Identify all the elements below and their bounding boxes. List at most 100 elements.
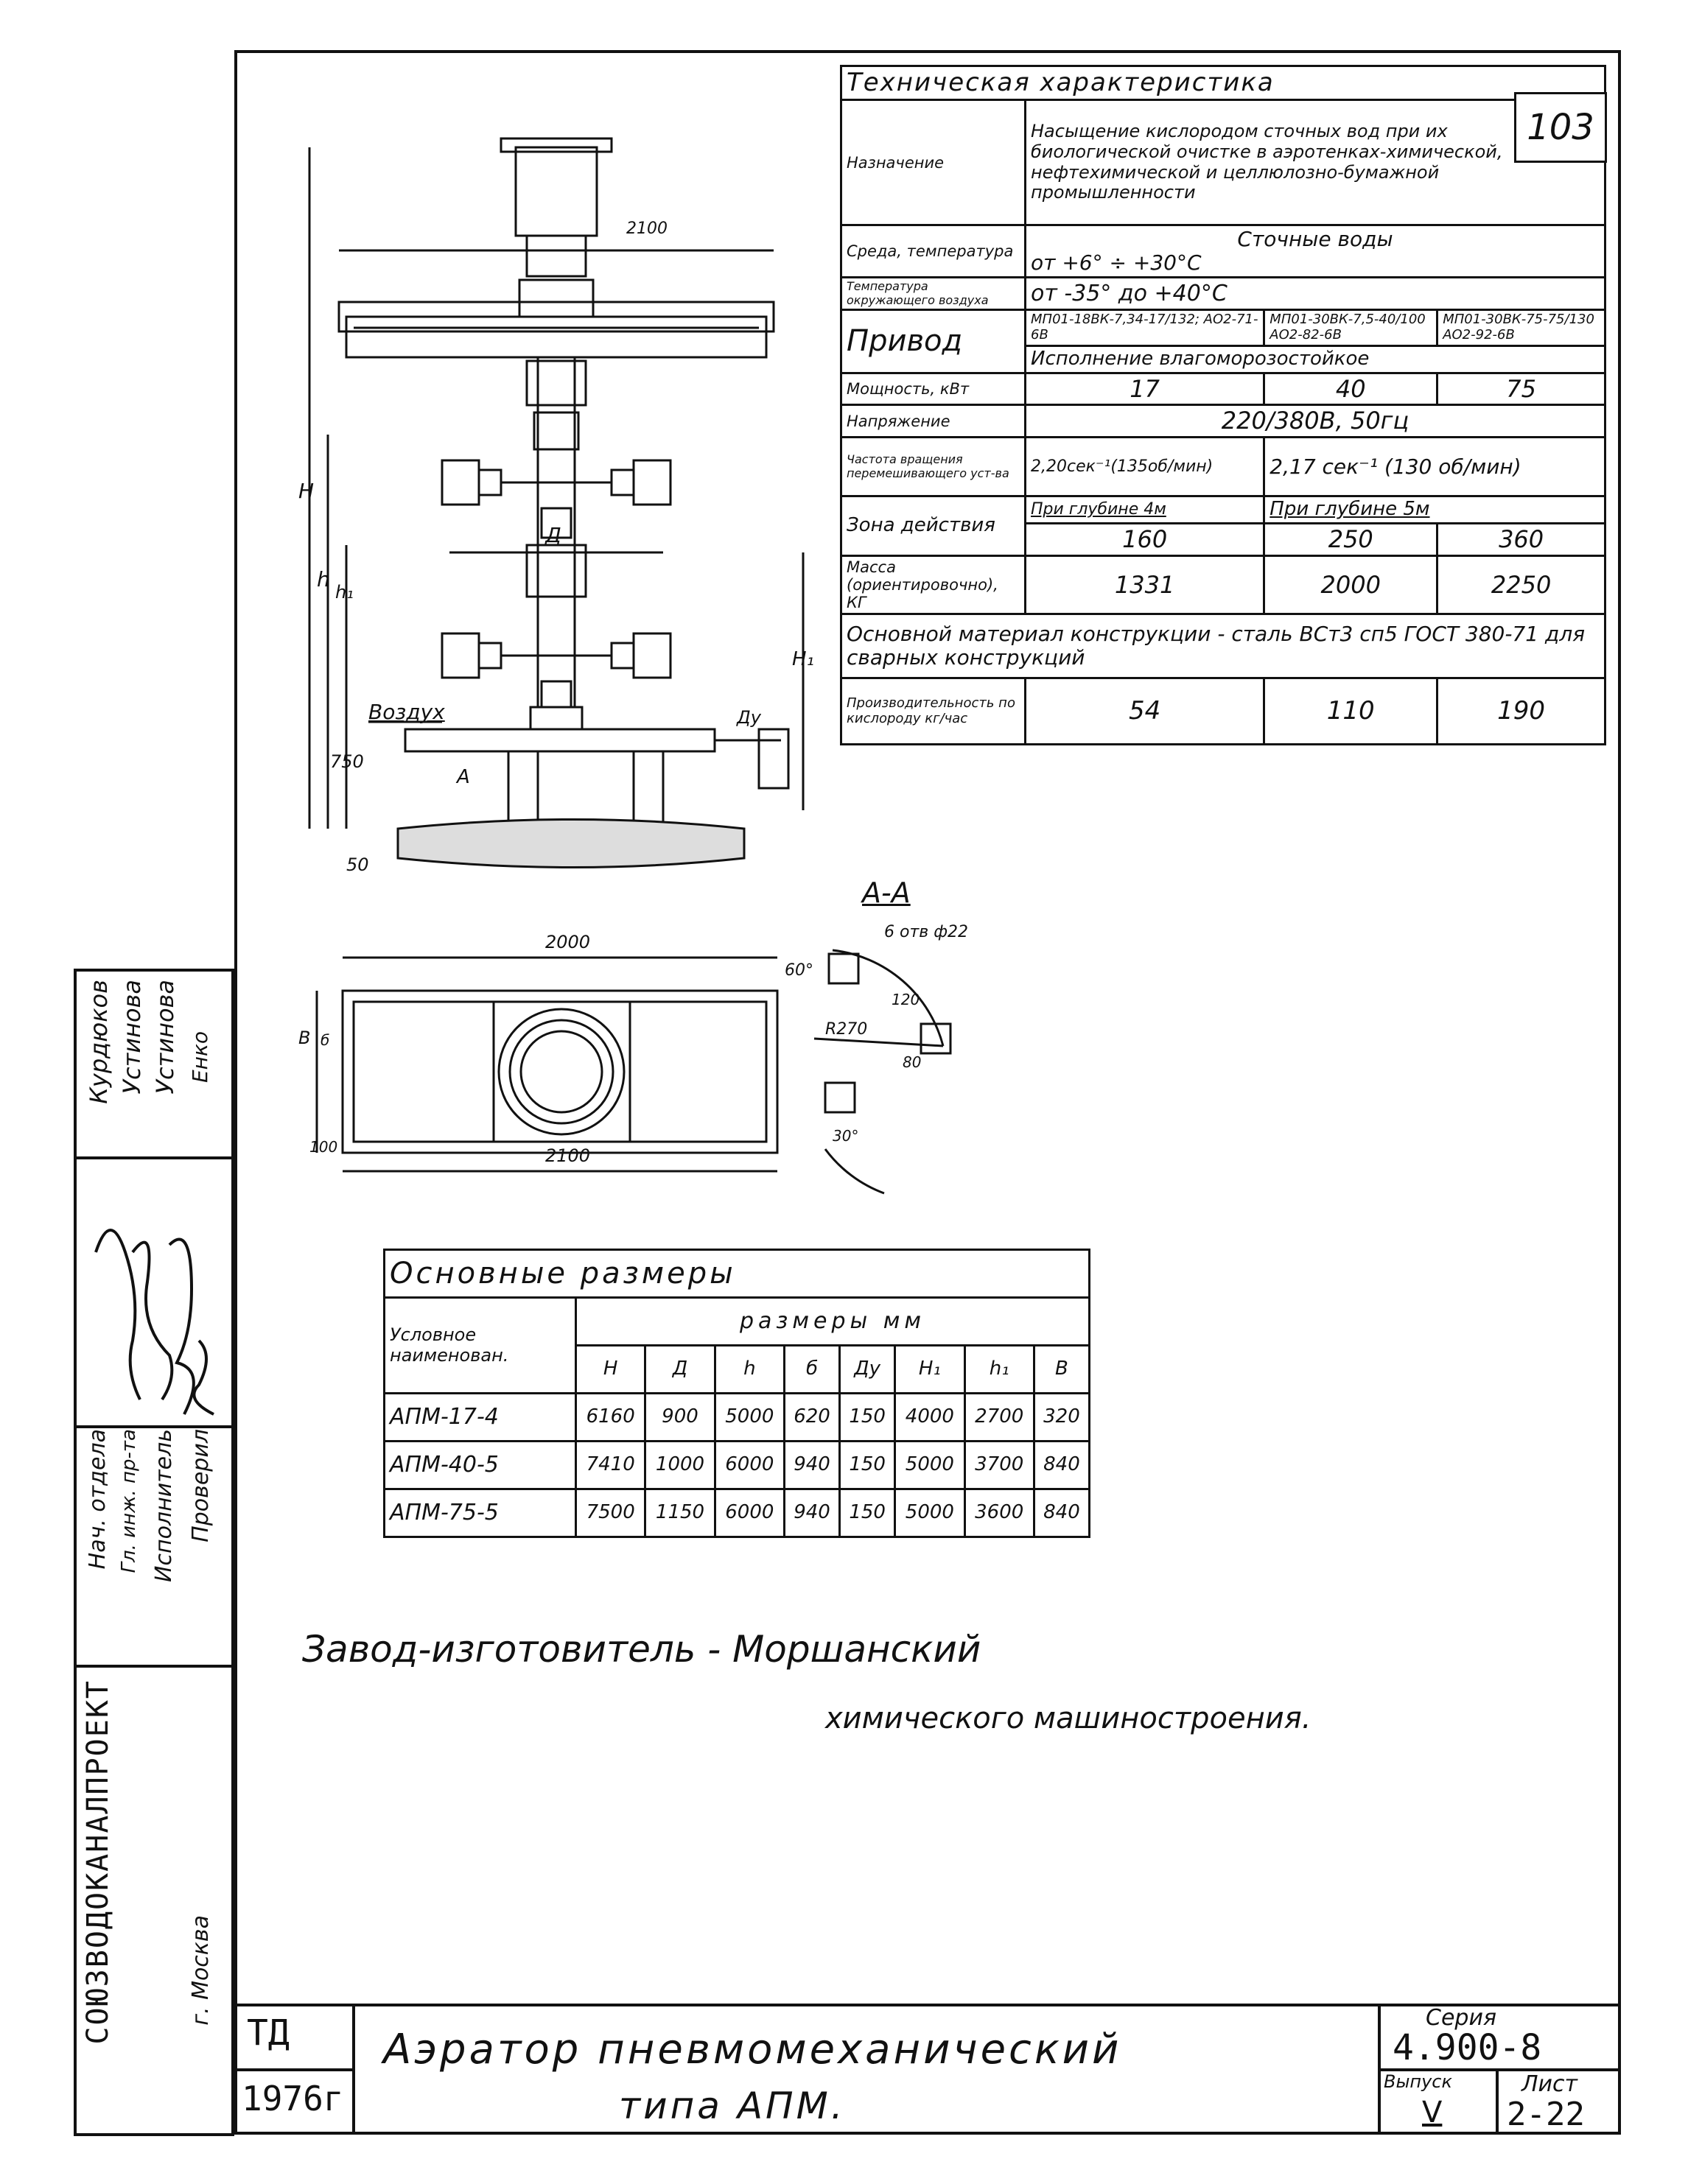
cell: 320: [1032, 1392, 1091, 1442]
series: 4.900-8: [1393, 2027, 1542, 2068]
spec-title: Техническая характеристика: [840, 64, 1606, 102]
dim-2000: 2000: [545, 932, 591, 952]
drive-label: Привод: [840, 309, 1026, 374]
cell: 3700: [963, 1440, 1035, 1490]
table-row: АПМ-40-5 7410 1000 6000 940 150 5000 370…: [383, 1440, 1091, 1490]
stamp-divider: [74, 1665, 234, 1668]
cell: 7500: [574, 1488, 647, 1538]
power-2: 40: [1263, 371, 1439, 407]
zone-1: 160: [1023, 522, 1266, 557]
dims-title: Основные размеры: [383, 1249, 1090, 1299]
rotation-2: 2,17 сек⁻¹ (130 об/мин): [1263, 436, 1606, 498]
titleblock-divider: [1378, 2068, 1621, 2071]
zone-label: Зона действия: [840, 495, 1026, 557]
manufacturer-line2: химического машиностроения.: [825, 1702, 1311, 1735]
cell: 5000: [713, 1392, 785, 1442]
cell: 6000: [713, 1440, 785, 1490]
cell: 6000: [713, 1488, 785, 1538]
cell: 150: [838, 1440, 897, 1490]
drawing-frame: [234, 50, 1621, 2135]
cell: 900: [644, 1392, 716, 1442]
col-b: б: [782, 1344, 841, 1394]
side-stamp: [74, 969, 234, 2136]
dim-100: 100: [309, 1138, 338, 1156]
cell: 940: [782, 1440, 841, 1490]
productivity-1: 54: [1023, 677, 1266, 746]
material: Основной материал конструкции - сталь ВС…: [840, 613, 1606, 680]
radius-270: R270: [825, 1020, 868, 1039]
cell: 940: [782, 1488, 841, 1538]
zone-3: 360: [1436, 522, 1606, 557]
role-2: Гл. инж. пр-та: [118, 1429, 140, 1573]
label-h1: h₁: [335, 582, 354, 603]
angle-30: 30°: [833, 1127, 859, 1145]
rotation-1: 2,20сек⁻¹(135об/мин): [1023, 436, 1266, 498]
col-H: Н: [574, 1344, 647, 1394]
section-title: А-А: [862, 877, 911, 909]
manufacturer-line1: Завод-изготовитель - Моршанский: [302, 1628, 981, 1671]
motor-body: [514, 146, 598, 237]
dim-2100-top: 2100: [626, 220, 668, 238]
sheet: 2-22: [1507, 2096, 1585, 2133]
titleblock-divider: [1496, 2068, 1499, 2135]
row-name: АПМ-17-4: [383, 1392, 577, 1442]
cell: 150: [838, 1392, 897, 1442]
mass-1: 1331: [1023, 554, 1266, 616]
label-750: 750: [330, 751, 364, 772]
role-3: Исполнитель: [151, 1429, 177, 1582]
rotation-label: Частота вращения перемешивающего уст-ва: [840, 436, 1026, 498]
top-beam: [337, 301, 775, 333]
bolt-label: 6 отв ф22: [884, 923, 969, 941]
col-Dy: Ду: [838, 1344, 897, 1394]
col-H1: Н₁: [894, 1344, 966, 1394]
cell: 150: [838, 1488, 897, 1538]
cell: 840: [1032, 1488, 1091, 1538]
doc-title-1: Аэратор пневмомеханический: [383, 2026, 1122, 2074]
table-row: АПМ-75-5 7500 1150 6000 940 150 5000 360…: [383, 1488, 1091, 1538]
cell: 1000: [644, 1440, 716, 1490]
medium-label: Среда, температура: [840, 224, 1026, 279]
sheet-label: Лист: [1521, 2071, 1578, 2097]
cell: 620: [782, 1392, 841, 1442]
label-h: h: [317, 567, 330, 591]
drive-3: МП01-30ВК-75-75/130 АО2-92-6В: [1436, 309, 1606, 347]
name-1: Курдюков: [85, 980, 113, 1104]
size-header: размеры мм: [575, 1296, 1090, 1346]
role-4: Проверил: [188, 1429, 214, 1542]
name-4: Енко: [188, 1031, 212, 1084]
mass-label: Масса (ориентировочно), КГ: [840, 554, 1026, 616]
label-Dy: Ду: [737, 707, 761, 728]
dim-120: 120: [892, 991, 920, 1008]
series-label: Серия: [1426, 2005, 1496, 2031]
stamp-divider: [74, 1425, 234, 1428]
drive-2: МП01-30ВК-7,5-40/100 АО2-82-6В: [1263, 309, 1439, 347]
voltage-value: 220/380В, 50гц: [1024, 404, 1606, 439]
row-name: АПМ-40-5: [383, 1440, 577, 1490]
drive-exec: Исполнение влагоморозостойкое: [1024, 344, 1606, 374]
name-3: Устинова: [151, 980, 179, 1095]
dim-80: 80: [903, 1053, 922, 1071]
cell: 2700: [963, 1392, 1035, 1442]
mass-3: 2250: [1436, 554, 1606, 616]
label-A: А: [457, 766, 470, 788]
row-name: АПМ-75-5: [383, 1488, 577, 1538]
power-1: 17: [1023, 371, 1266, 407]
cell: 3600: [963, 1488, 1035, 1538]
dim-2100: 2100: [545, 1145, 591, 1166]
city: г. Москва: [188, 1915, 214, 2026]
section-frame: [341, 989, 779, 1154]
medium-value-1: Сточные воды: [1237, 227, 1393, 252]
productivity-3: 190: [1436, 677, 1606, 746]
doc-title-2: типа АПМ.: [619, 2085, 846, 2127]
titleblock-divider: [234, 2068, 355, 2071]
drive-1: МП01-18ВК-7,34-17/132; АО2-71-6В: [1023, 309, 1266, 347]
dim-B: В: [298, 1028, 311, 1048]
cell: 5000: [894, 1488, 966, 1538]
issue: V: [1422, 2096, 1443, 2129]
cell: 6160: [574, 1392, 647, 1442]
name-header: Условное наименован.: [383, 1296, 577, 1394]
dims-table: Основные размеры Условное наименован. ра…: [383, 1249, 1091, 1538]
col-D: Д: [644, 1344, 716, 1394]
cell: 840: [1032, 1440, 1091, 1490]
